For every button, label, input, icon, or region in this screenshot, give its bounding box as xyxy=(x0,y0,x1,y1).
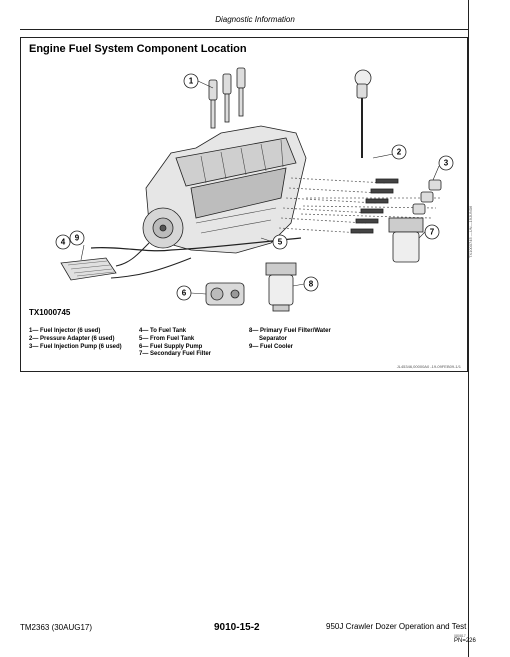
secondary-fuel-filter-drawing xyxy=(388,217,424,263)
engine-block-drawing xyxy=(142,125,307,254)
legend-column-2: 4— To Fuel Tank 5— From Fuel Tank 6— Fue… xyxy=(139,328,211,359)
callout-4: 4 xyxy=(61,238,66,247)
callout-2: 2 xyxy=(397,148,402,157)
fuel-supply-pump-drawing xyxy=(205,282,245,306)
legend-item: 4— To Fuel Tank xyxy=(139,328,187,334)
callout-3: 3 xyxy=(444,159,449,168)
legend-item: Separator xyxy=(259,335,288,342)
legend-column-1: 1— Fuel Injector (6 used) 2— Pressure Ad… xyxy=(29,328,122,351)
footer-page-number: PN=226 xyxy=(454,638,476,644)
legend-item: 6— Fuel Supply Pump xyxy=(139,343,203,350)
fuel-injectors-drawing xyxy=(208,67,246,129)
injector-detail-drawing xyxy=(354,69,372,158)
footer-page-section: 9010-15-2 xyxy=(214,622,260,633)
header-section-title: Diagnostic Information xyxy=(215,15,295,24)
engine-illustration: 1 2 3 4 5 6 7 8 9 xyxy=(55,67,454,312)
primary-fuel-filter-drawing xyxy=(265,262,297,312)
page-right-rule xyxy=(468,0,469,657)
legend-column-3: 8— Primary Fuel Filter/Water Separator 9… xyxy=(249,328,331,351)
callout-9: 9 xyxy=(75,234,80,243)
figure-ref-code: JL45346,00000A0 -19-09FEB09-1/1 xyxy=(396,364,461,369)
legend-item: 3— Fuel Injection Pump (6 used) xyxy=(29,343,122,350)
pressure-adapters-drawing xyxy=(278,177,442,234)
legend-item: 5— From Fuel Tank xyxy=(139,335,195,342)
callout-1: 1 xyxy=(189,77,194,86)
callout-6: 6 xyxy=(182,289,187,298)
callout-5: 5 xyxy=(278,238,283,247)
callout-8: 8 xyxy=(309,280,314,289)
footer-manual-title: 950J Crawler Dozer Operation and Test xyxy=(326,622,467,631)
fuel-cooler-drawing xyxy=(60,242,192,281)
legend-item: 7— Secondary Fuel Filter xyxy=(139,351,212,358)
legend-item: 8— Primary Fuel Filter/Water xyxy=(249,328,331,334)
figure-image-code: TX1000745 xyxy=(29,308,71,317)
figure-side-code: TX1000745 —UN—19JUN06 xyxy=(468,205,473,258)
legend-item: 1— Fuel Injector (6 used) xyxy=(29,328,101,334)
footer-small-code: 080817 xyxy=(454,634,466,638)
legend-item: 2— Pressure Adapter (6 used) xyxy=(29,335,115,342)
legend-item: 9— Fuel Cooler xyxy=(249,343,294,350)
callout-7: 7 xyxy=(430,228,435,237)
header-rule xyxy=(20,29,468,30)
figure-panel: Engine Fuel System Component Location xyxy=(20,37,473,372)
figure-title: Engine Fuel System Component Location xyxy=(29,43,247,55)
footer-manual-id: TM2363 (30AUG17) xyxy=(20,623,93,632)
